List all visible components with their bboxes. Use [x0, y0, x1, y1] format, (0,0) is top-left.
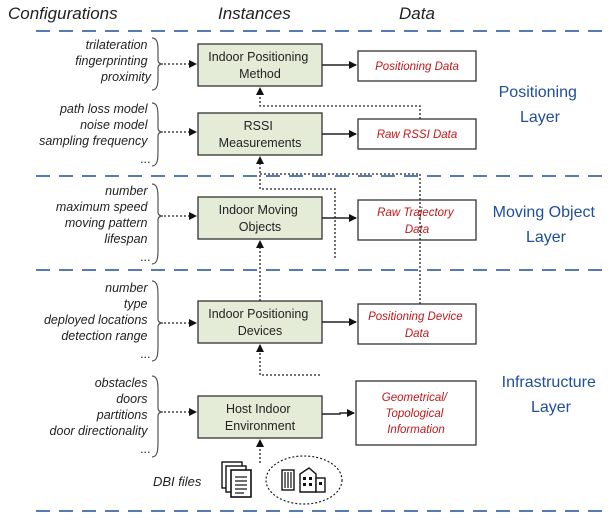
- buildings-icon: [265, 455, 343, 505]
- config-brace: [151, 37, 164, 91]
- data-arrow: [322, 409, 355, 417]
- dbi-files-label: DBI files: [153, 474, 202, 489]
- row-positioning-method: trilateration fingerprinting proximity I…: [75, 37, 477, 91]
- config-list-rssi: path loss model noise model sampling fre…: [39, 102, 151, 166]
- data-box-geometrical-topological: [355, 380, 477, 446]
- document-stack-icon: [221, 461, 252, 498]
- data-label-geometrical-topological: Geometrical/ Topological Information: [382, 392, 450, 436]
- instance-label-positioning-method: Indoor Positioning Method: [208, 50, 312, 81]
- instance-label-rssi: RSSI Measurements: [219, 119, 302, 150]
- flow-line-devices-to-rssi: [260, 173, 421, 304]
- config-brace: [151, 183, 164, 265]
- config-brace: [151, 375, 164, 458]
- config-brace: [151, 102, 164, 167]
- row-rssi-measurements: path loss model noise model sampling fre…: [39, 87, 477, 167]
- config-list-positioning-method: trilateration fingerprinting proximity: [75, 38, 151, 84]
- data-label-positioning-device-data: Positioning Device Data: [368, 311, 466, 340]
- flow-arrow-rssi-to-method: [256, 87, 421, 119]
- header-instances: Instances: [218, 4, 291, 23]
- layer-label-positioning: Positioning Layer: [499, 84, 582, 126]
- data-box-positioning-device-data: [357, 303, 477, 345]
- data-box-positioning-data: [357, 50, 477, 82]
- instance-label-moving-objects: Indoor Moving Objects: [219, 203, 302, 234]
- config-brace: [151, 280, 164, 362]
- config-list-host-environment: obstacles doors partitions door directio…: [50, 376, 151, 456]
- data-label-raw-trajectory: Raw Trajectory Data: [377, 207, 457, 236]
- flow-arrow-environment-to-devices: [256, 344, 320, 376]
- layer-label-infrastructure: Infrastructure Layer: [502, 374, 601, 416]
- data-box-raw-trajectory: [357, 199, 477, 241]
- header-configurations: Configurations: [8, 4, 118, 23]
- row-moving-objects: number maximum speed moving pattern life…: [56, 156, 477, 265]
- instance-label-host-environment: Host Indoor Environment: [225, 402, 296, 433]
- header-data: Data: [399, 4, 435, 23]
- layer-label-moving-object: Moving Object Layer: [493, 204, 600, 246]
- row-positioning-devices: number type deployed locations detection…: [44, 173, 477, 362]
- config-list-positioning-devices: number type deployed locations detection…: [44, 281, 151, 361]
- row-host-environment: obstacles doors partitions door directio…: [50, 344, 477, 463]
- instance-box-positioning-method: [197, 43, 323, 87]
- data-box-raw-rssi: [357, 118, 477, 150]
- instance-box-host-environment: [197, 395, 323, 439]
- flow-arrow-objects-to-rssi: [256, 156, 336, 258]
- data-label-positioning-data: Positioning Data: [375, 61, 459, 73]
- data-label-raw-rssi: Raw RSSI Data: [377, 129, 458, 141]
- instance-label-positioning-devices: Indoor Positioning Devices: [208, 307, 312, 338]
- instance-box-rssi: [197, 112, 323, 156]
- config-list-moving-objects: number maximum speed moving pattern life…: [56, 184, 151, 264]
